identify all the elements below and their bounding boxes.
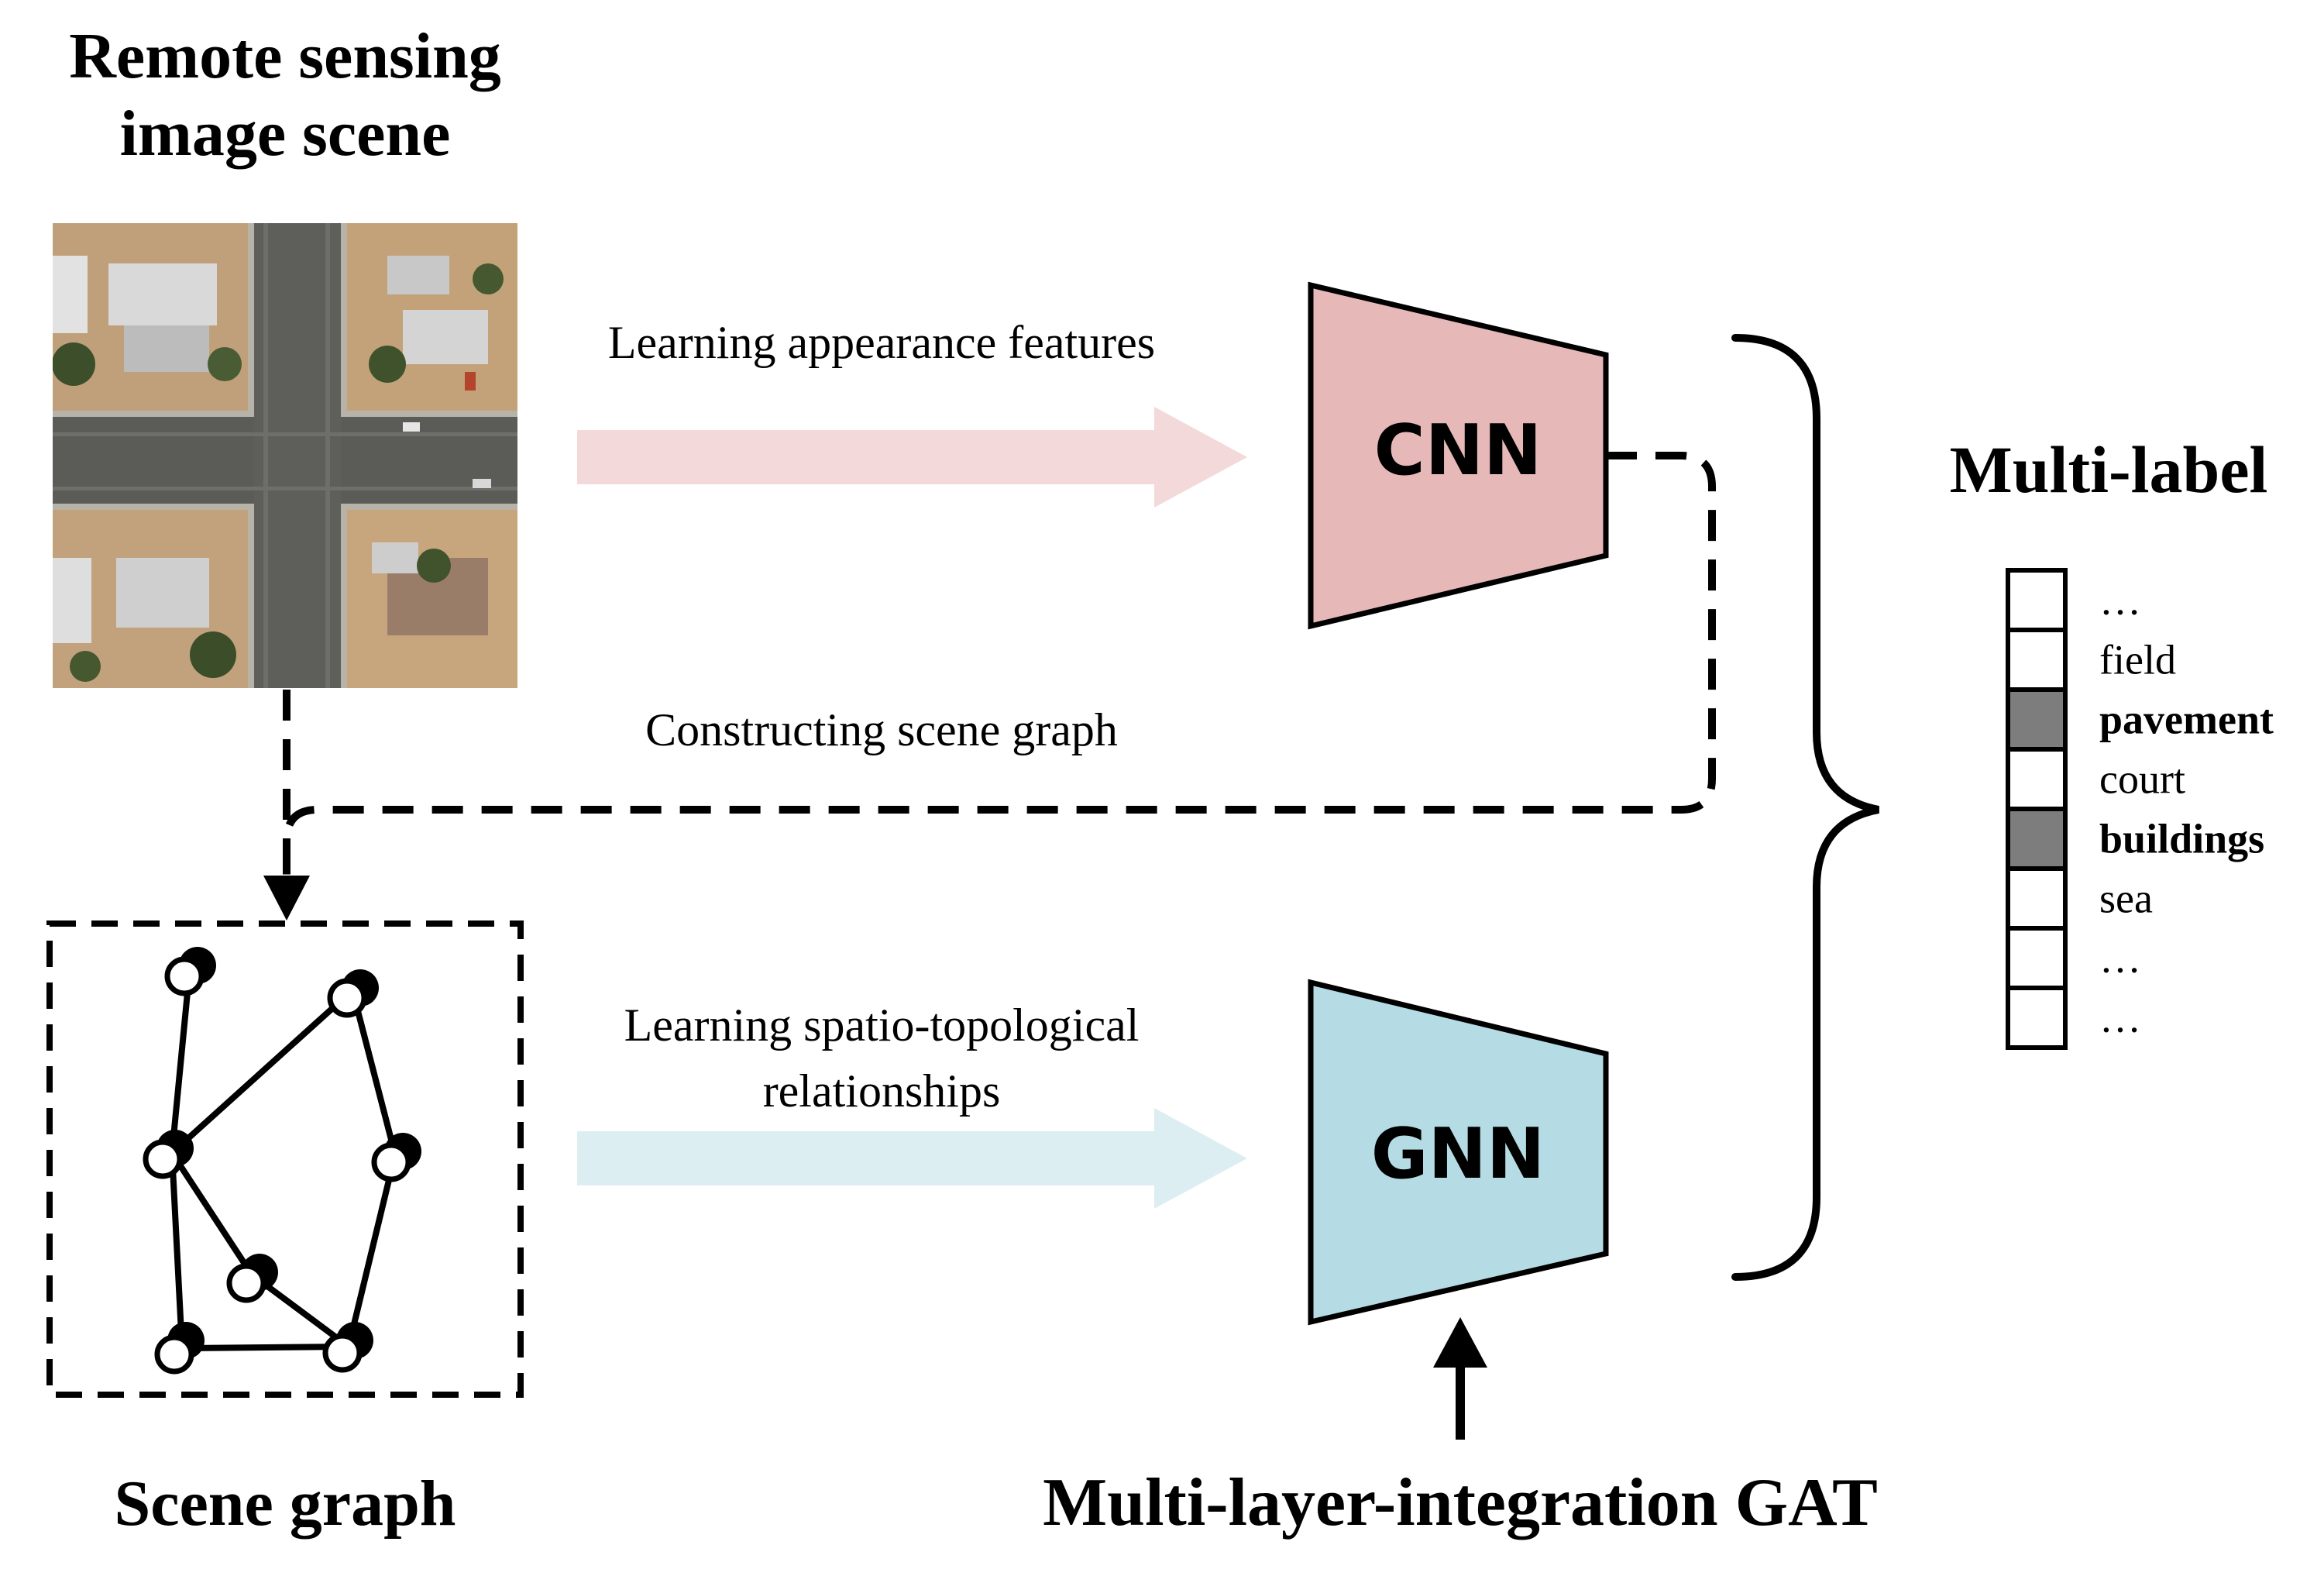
- graph-node: [322, 1322, 373, 1373]
- input-title-line2: image scene: [120, 98, 451, 170]
- graph-node: [327, 969, 379, 1018]
- appearance-arrow-label: Learning appearance features: [608, 317, 1155, 368]
- label-vector: … field pavement court buildings sea … …: [2006, 568, 2274, 1050]
- graph-node: [371, 1133, 421, 1182]
- merge-brace: [1731, 334, 1879, 1281]
- scene-graph-box: [46, 920, 524, 1398]
- appearance-arrow: [577, 407, 1247, 508]
- graph-node: [143, 1130, 194, 1179]
- arrowhead-up-icon: [1433, 1317, 1487, 1368]
- label-cell-active: [2006, 687, 2068, 752]
- label-text: …: [2099, 995, 2141, 1041]
- scene-graph-edges: [169, 968, 398, 1351]
- label-text: pavement: [2099, 697, 2274, 743]
- label-cell: [2006, 747, 2068, 811]
- label-row: pavement: [2006, 687, 2274, 752]
- label-text: sea: [2099, 876, 2153, 922]
- spatial-arrow: [577, 1108, 1247, 1209]
- label-cell: [2006, 986, 2068, 1050]
- label-text: court: [2099, 756, 2185, 803]
- label-text: field: [2099, 637, 2176, 683]
- label-row: buildings: [2006, 807, 2264, 871]
- label-cell: [2006, 866, 2068, 931]
- label-text: …: [2099, 935, 2141, 982]
- spatial-arrow-label-line1: Learning spatio-topological: [624, 1000, 1140, 1051]
- graph-node: [154, 1322, 205, 1375]
- label-row: …: [2006, 926, 2141, 990]
- scene-graph-title: Scene graph: [115, 1468, 456, 1540]
- spatial-arrow-label-line2: relationships: [763, 1065, 1001, 1117]
- label-cell: [2006, 568, 2068, 632]
- input-title-line1: Remote sensing: [69, 20, 501, 92]
- label-cell: [2006, 628, 2068, 692]
- label-row: sea: [2006, 866, 2153, 931]
- construct-dashed-connector: [283, 452, 1716, 891]
- label-row: court: [2006, 747, 2185, 811]
- gnn-block: [1308, 979, 1609, 1326]
- label-text: …: [2099, 577, 2141, 624]
- cnn-label: CNN: [1374, 410, 1542, 491]
- label-cell-active: [2006, 807, 2068, 871]
- multi-label-title: Multi-label: [1950, 432, 2268, 507]
- graph-node: [226, 1254, 278, 1303]
- arrowhead-down-icon: [263, 876, 310, 920]
- scene-graph-nodes: [143, 947, 421, 1375]
- graph-node: [164, 947, 216, 996]
- construct-label: Constructing scene graph: [645, 704, 1118, 755]
- label-text: buildings: [2099, 816, 2264, 862]
- gnn-label: GNN: [1371, 1113, 1545, 1195]
- label-row: field: [2006, 628, 2176, 692]
- gat-title: Multi-layer-integration GAT: [1043, 1465, 1878, 1540]
- label-row: …: [2006, 986, 2141, 1050]
- label-cell: [2006, 926, 2068, 990]
- label-row: …: [2006, 568, 2141, 632]
- aerial-image: [53, 223, 517, 688]
- cnn-block: [1308, 281, 1609, 630]
